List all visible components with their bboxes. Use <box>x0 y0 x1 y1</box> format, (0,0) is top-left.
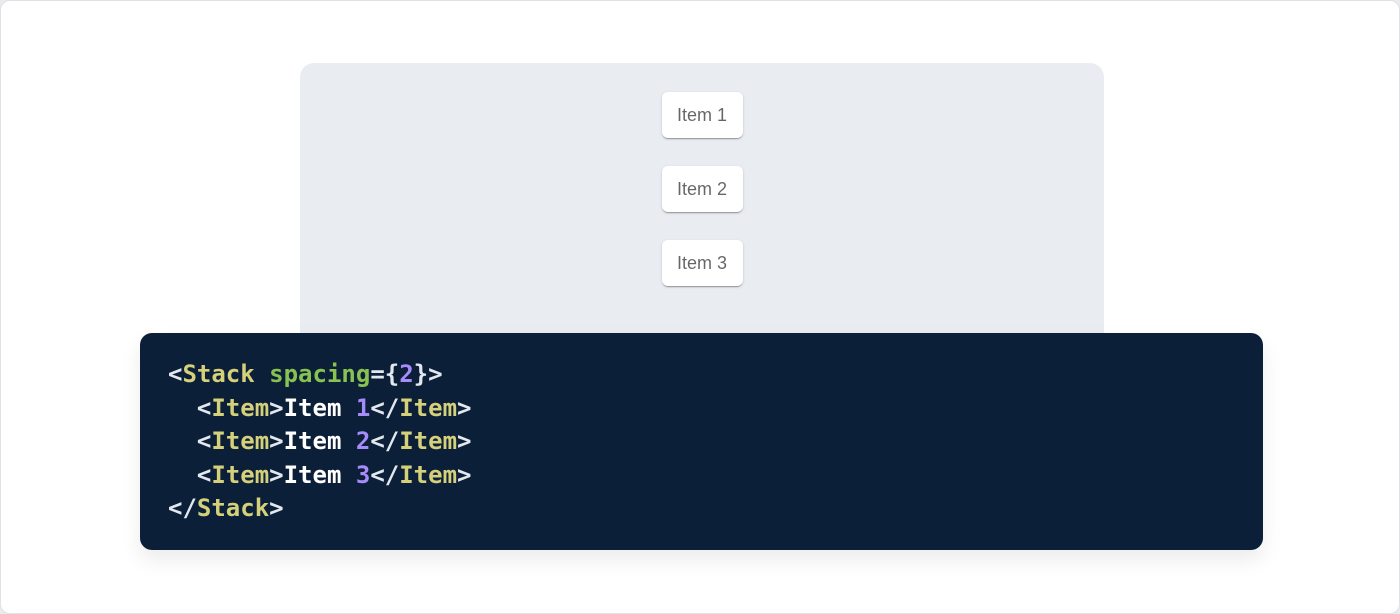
stack-demo: Item 1 Item 2 Item 3 <box>300 63 1104 286</box>
code-line: <Item>Item 1</Item> <box>196 393 472 422</box>
code-line: </Stack> <box>168 494 284 523</box>
stack-item: Item 1 <box>661 92 743 138</box>
code-block: <Stack spacing={2}> <Item>Item 1</Item> … <box>140 333 1263 550</box>
code-content: <Stack spacing={2}> <Item>Item 1</Item> … <box>140 333 1263 526</box>
stack-item: Item 3 <box>661 240 743 286</box>
code-line: <Item>Item 2</Item> <box>196 427 472 456</box>
demo-panel: Item 1 Item 2 Item 3 <box>300 63 1104 353</box>
stack-item-label: Item 3 <box>676 252 728 273</box>
code-line: <Item>Item 3</Item> <box>196 460 472 489</box>
stack-item-label: Item 2 <box>676 178 728 199</box>
stack-item-label: Item 1 <box>676 104 728 125</box>
stack-item: Item 2 <box>661 166 743 212</box>
code-line: <Stack spacing={2}> <box>168 360 443 388</box>
